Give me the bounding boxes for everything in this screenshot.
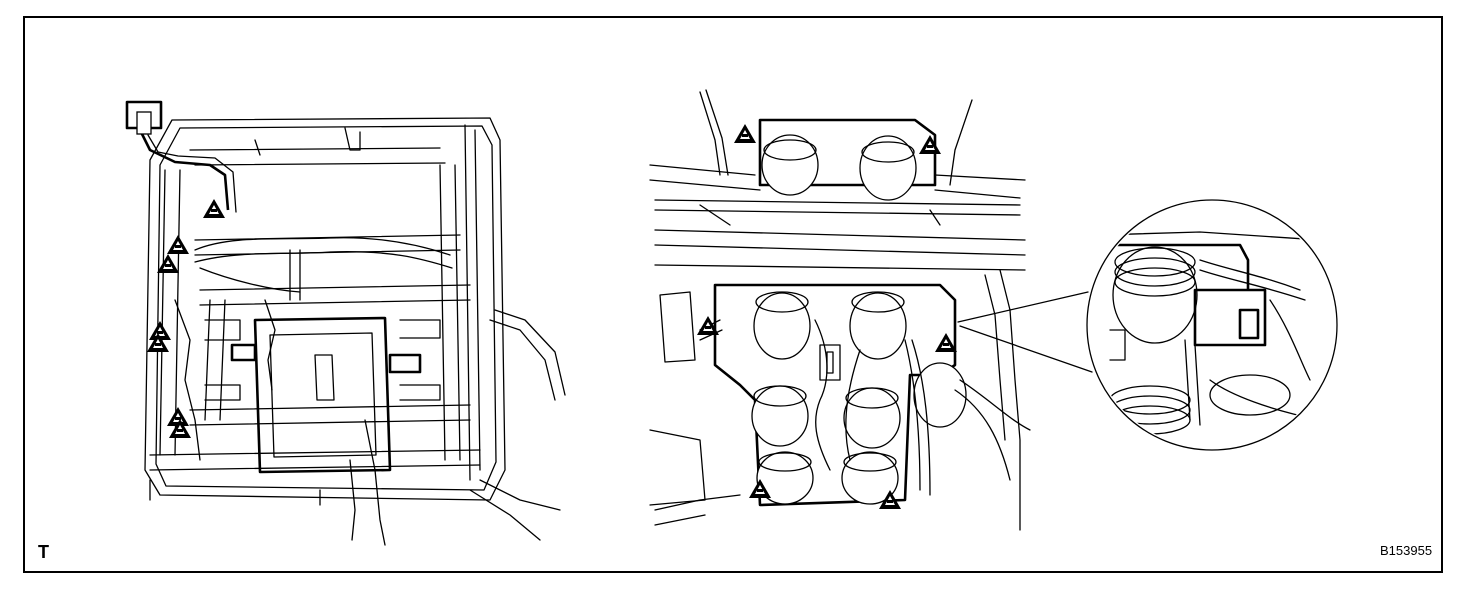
magnified-detail [1086, 199, 1338, 451]
lumbar-unit [751, 291, 967, 505]
corner-code-label: T [38, 542, 49, 562]
figure-frame [23, 16, 1443, 573]
clip-marker-icon [203, 199, 225, 218]
figure-id-label: B153955 [1380, 543, 1433, 558]
center-seat-view [649, 89, 1093, 531]
left-seat-view [125, 100, 566, 546]
